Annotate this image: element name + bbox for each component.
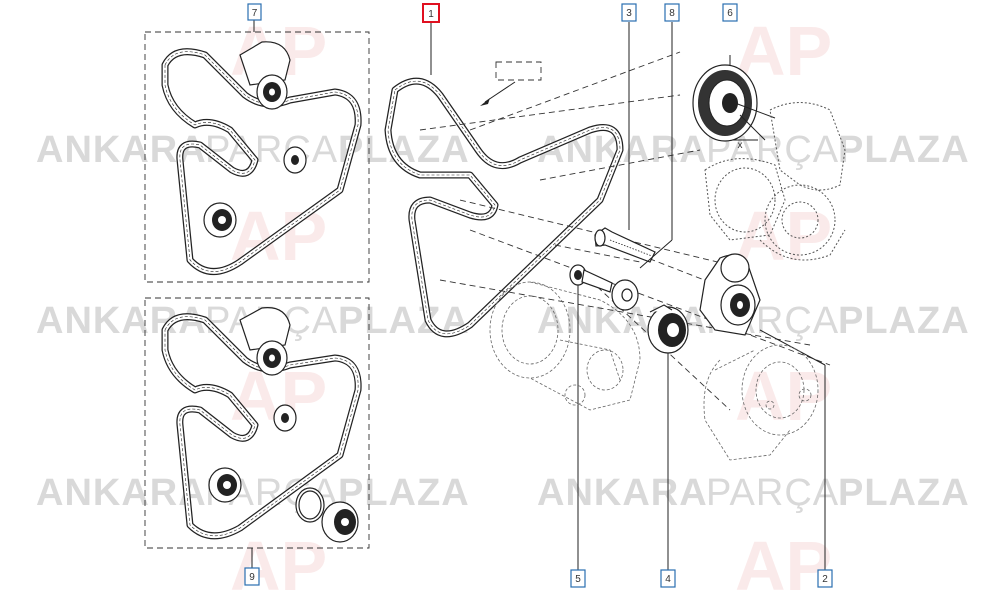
svg-text:PARÇA: PARÇA	[706, 472, 839, 514]
svg-text:5: 5	[575, 574, 581, 585]
inset-frame	[144, 31, 370, 283]
callout-3[interactable]: 3	[621, 3, 637, 22]
svg-text:PLAZA: PLAZA	[338, 472, 470, 514]
ring-drawing	[295, 487, 325, 523]
grooved-pulley-drawing	[321, 501, 359, 543]
short-bolt-drawing	[569, 264, 613, 570]
idler-pulley-4-drawing	[647, 304, 689, 570]
crankshaft-pulley-drawing: x	[692, 55, 776, 151]
callout-4[interactable]: 4	[660, 569, 676, 588]
svg-text:2: 2	[822, 574, 828, 585]
idler-pulley-drawing	[283, 146, 307, 174]
svg-text:7: 7	[252, 8, 258, 19]
svg-text:AP: AP	[735, 527, 832, 600]
svg-text:4: 4	[665, 574, 671, 585]
svg-text:6: 6	[727, 8, 733, 19]
watermark-text-row: ANKARA PARÇA PLAZA ANKARA PARÇA PLAZA	[36, 472, 970, 514]
idler-pulley-drawing	[273, 404, 297, 432]
roller-drawing	[203, 202, 237, 238]
svg-text:AP: AP	[735, 12, 832, 90]
callout-2[interactable]: 2	[817, 569, 833, 588]
svg-text:PLAZA: PLAZA	[838, 472, 970, 514]
alternator-outline	[703, 344, 819, 461]
inset-frame	[144, 297, 370, 549]
callout-5[interactable]: 5	[570, 569, 586, 588]
washer-drawing	[611, 22, 673, 311]
callout-7[interactable]: 7	[247, 3, 262, 21]
reference-box	[480, 61, 542, 106]
svg-text:8: 8	[669, 8, 675, 19]
watermark-layer: AP AP AP AP AP AP AP AP ANKARA PARÇA PLA…	[36, 12, 970, 600]
tensioner-drawing	[239, 307, 291, 376]
svg-text:AP: AP	[230, 527, 327, 600]
bolt-drawing	[594, 22, 656, 263]
callout-9[interactable]: 9	[244, 567, 260, 586]
main-belt-drawing	[384, 22, 624, 338]
engine-block-outline	[704, 102, 846, 261]
tensioner-drawing	[239, 41, 291, 110]
svg-text:ANKARA: ANKARA	[36, 472, 207, 514]
roller-drawing	[208, 467, 242, 503]
svg-text:PLAZA: PLAZA	[838, 129, 970, 171]
dimension-x-label: x	[738, 140, 743, 151]
svg-text:1: 1	[428, 9, 434, 20]
callout-8[interactable]: 8	[664, 3, 680, 22]
inset-variant-9	[144, 297, 370, 568]
callout-1[interactable]: 1	[422, 3, 440, 23]
svg-text:PLAZA: PLAZA	[838, 300, 970, 342]
svg-text:3: 3	[626, 8, 632, 19]
svg-text:AP: AP	[735, 197, 832, 275]
ac-compressor-outline	[489, 281, 641, 411]
watermark-text-row: ANKARA PARÇA PLAZA ANKARA PARÇA PLAZA	[36, 129, 970, 171]
svg-text:ANKARA: ANKARA	[537, 472, 708, 514]
callout-6[interactable]: 6	[722, 3, 738, 22]
inset-variant-7	[144, 20, 370, 283]
tensioner-2-drawing	[699, 253, 826, 570]
svg-text:AP: AP	[735, 357, 832, 435]
svg-text:ANKARA: ANKARA	[36, 300, 207, 342]
svg-text:9: 9	[249, 572, 255, 583]
